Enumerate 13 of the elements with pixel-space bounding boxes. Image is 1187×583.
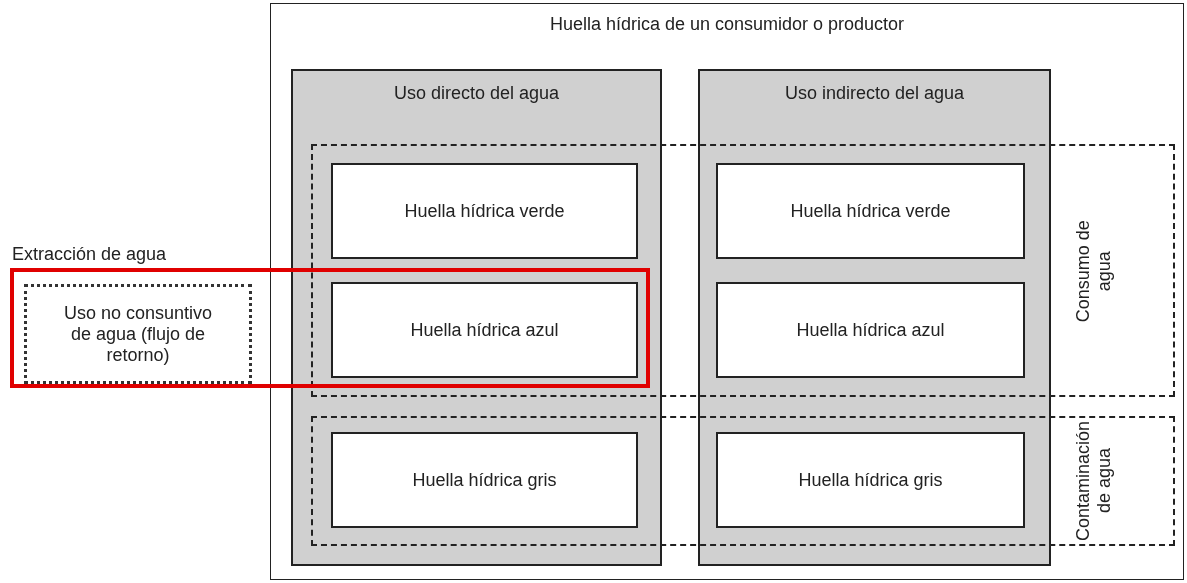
region-label: Consumo de agua [1073, 218, 1115, 324]
column-title: Uso indirecto del agua [783, 83, 966, 104]
footprint-box: Huella hídrica azul [716, 282, 1025, 378]
footprint-box: Huella hídrica gris [716, 432, 1025, 528]
footprint-box: Huella hídrica gris [331, 432, 638, 528]
region-label: Contaminación de agua [1073, 420, 1115, 542]
dotted-box: Uso no consuntivo de agua (flujo de retorno) [24, 284, 252, 384]
footprint-box: Huella hídrica verde [716, 163, 1025, 259]
footprint-box: Huella hídrica verde [331, 163, 638, 259]
footprint-box: Huella hídrica azul [331, 282, 638, 378]
frame-heading: Extracción de agua [12, 244, 167, 265]
column-title: Uso directo del agua [392, 83, 561, 104]
frame-title: Huella hídrica de un consumidor o productor [548, 14, 906, 35]
